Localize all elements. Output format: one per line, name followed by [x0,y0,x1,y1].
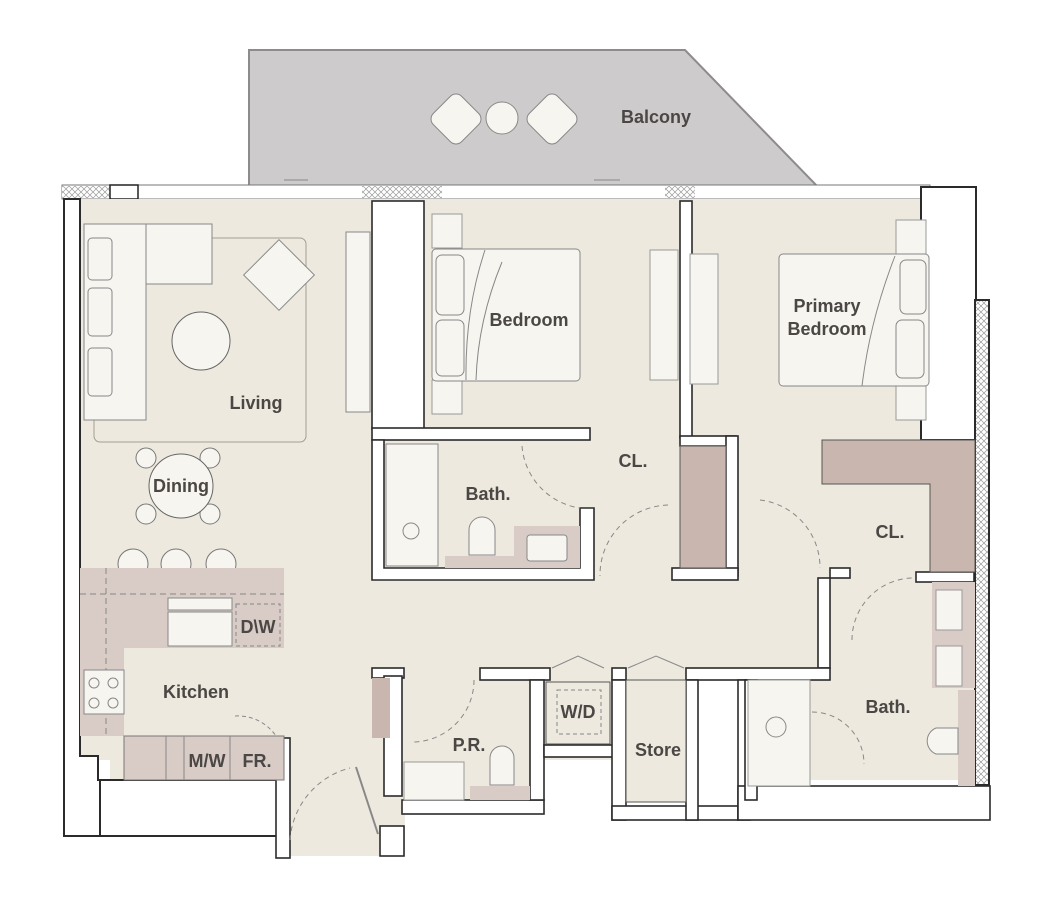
room-label-closet-2: CL. [875,522,905,542]
balcony-area [248,49,821,188]
bedroom-furniture [431,213,679,415]
appliance-label-fridge: FR. [242,751,272,771]
kitchen-cabinetry [80,568,285,781]
appliance-label-dishwasher: D\W [240,617,276,637]
room-label-balcony: Balcony [620,107,692,127]
room-label-living: Living [229,393,283,413]
closet-2-cabinet [759,439,976,573]
room-label-store: Store [634,740,682,760]
balcony-chair-left [430,93,482,145]
laundry-fixtures [545,655,685,745]
room-label-bedroom: Bedroom [489,310,569,330]
balcony-chair-right [526,93,578,145]
room-label-primary-bedroom: Primary Bedroom [787,296,867,339]
closet-1-cabinet [679,445,727,569]
room-label-bath-2: Bath. [865,697,911,717]
room-label-bath-1: Bath. [465,484,511,504]
room-label-closet-1: CL. [618,451,648,471]
room-label-kitchen: Kitchen [162,682,230,702]
entry-door [289,678,390,841]
bath-2-fixtures [747,577,975,787]
powder-room-fixtures [403,679,530,801]
appliance-label-microwave: M/W [188,751,226,771]
dining-set [117,447,237,580]
balcony-table [485,101,519,135]
room-label-dining: Dining [153,476,209,496]
bath-1-fixtures [385,443,669,577]
room-label-laundry: W/D [560,702,596,722]
primary-bedroom-furniture [689,219,930,421]
living-furniture [83,223,371,443]
room-label-powder-room: P.R. [452,735,486,755]
store-area [625,679,687,803]
window-band-top [61,184,931,200]
